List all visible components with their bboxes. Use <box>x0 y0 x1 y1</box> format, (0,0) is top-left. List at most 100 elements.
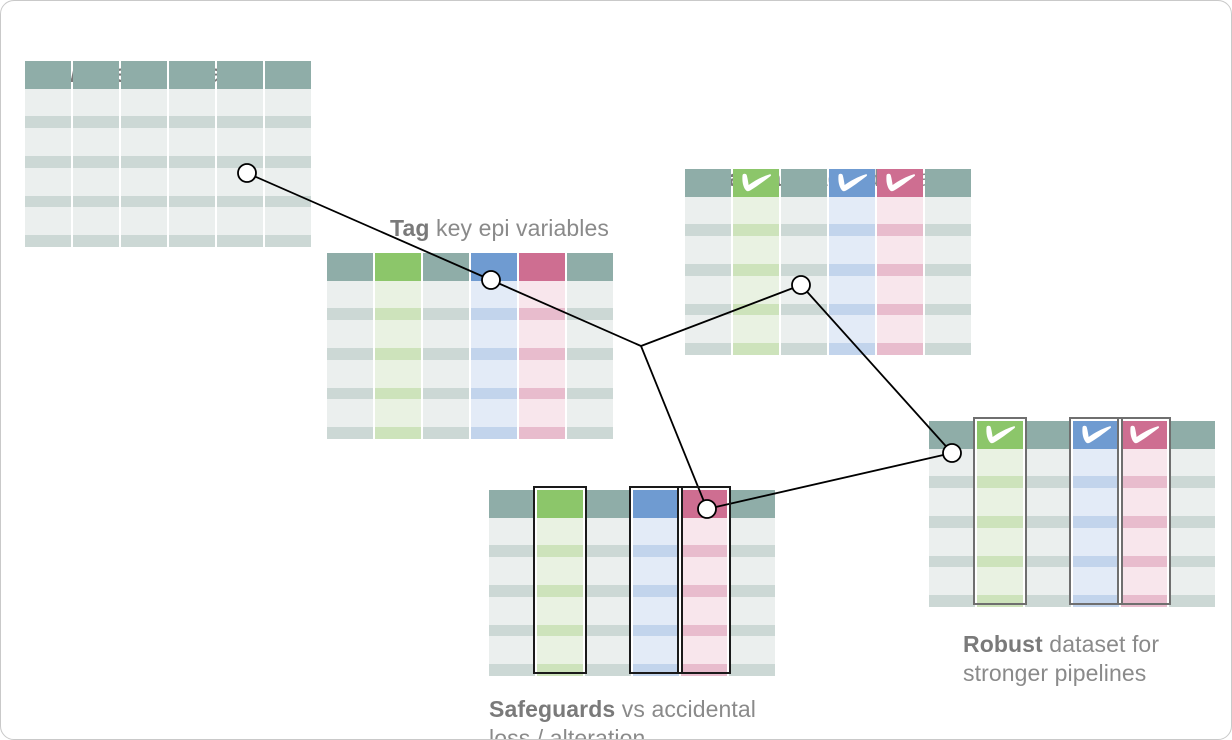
table-column <box>375 253 421 440</box>
table-row <box>781 283 827 296</box>
table-row <box>375 308 421 321</box>
table-row-gap <box>729 616 775 625</box>
table-row <box>829 283 875 296</box>
table-row-gap <box>929 448 975 457</box>
table-row-gap <box>977 587 1023 596</box>
table-row-gap <box>73 108 119 117</box>
table-row <box>537 664 583 677</box>
table-row <box>375 348 421 360</box>
table-row <box>685 323 731 336</box>
caption-safeguards-rest: vs accidental loss / alteration <box>489 696 757 740</box>
table-row <box>265 96 311 109</box>
table-row <box>1025 516 1071 528</box>
table-row <box>519 308 565 321</box>
table-row-gap <box>169 207 215 216</box>
table-row-gap <box>929 468 975 477</box>
table-row-gap <box>25 207 71 216</box>
table-row <box>1121 516 1167 528</box>
table-row-gap <box>877 315 923 324</box>
table-row-gap <box>729 596 775 605</box>
table-row-gap <box>73 167 119 176</box>
table-row-gap <box>733 335 779 344</box>
table-header-cell <box>681 490 727 518</box>
table-row <box>519 367 565 380</box>
table-column <box>633 490 679 677</box>
table-row-gap <box>471 399 517 408</box>
table-row-gap <box>567 300 613 309</box>
table-row-gap <box>925 315 971 324</box>
table-row <box>537 644 583 657</box>
table-row-gap <box>121 227 167 236</box>
table-row-gap <box>73 148 119 157</box>
table-row-gap <box>265 167 311 176</box>
table-row-gap <box>567 340 613 349</box>
table-row-gap <box>169 88 215 97</box>
table-row <box>169 175 215 188</box>
table-header-cell <box>929 421 975 449</box>
table-row-gap <box>217 207 263 216</box>
table-row <box>519 348 565 360</box>
table-row-gap <box>585 537 631 546</box>
table-row-gap <box>537 656 583 665</box>
table-row <box>169 156 215 168</box>
table-row-gap <box>537 537 583 546</box>
table-row-gap <box>633 616 679 625</box>
table-row-gap <box>733 256 779 265</box>
table-row-gap <box>25 227 71 236</box>
table-row-gap <box>265 187 311 196</box>
table-row <box>265 136 311 149</box>
table-row-gap <box>877 335 923 344</box>
table-row-gap <box>781 275 827 284</box>
table-tagged <box>327 253 613 440</box>
table-row-gap <box>423 359 469 368</box>
table-row <box>729 664 775 677</box>
table-row-gap <box>1025 448 1071 457</box>
table-row-gap <box>73 187 119 196</box>
table-row-gap <box>25 88 71 97</box>
table-row <box>925 264 971 276</box>
table-row-gap <box>25 187 71 196</box>
table-validated <box>685 169 971 356</box>
table-row <box>685 224 731 237</box>
table-row <box>327 328 373 341</box>
table-row <box>781 204 827 217</box>
table-header-cell <box>925 169 971 197</box>
table-row <box>585 525 631 538</box>
table-row <box>829 224 875 237</box>
table-row-gap <box>519 340 565 349</box>
table-row <box>265 195 311 208</box>
table-row-gap <box>781 216 827 225</box>
table-row <box>877 343 923 356</box>
table-row-gap <box>519 300 565 309</box>
table-header-cell <box>489 490 535 518</box>
table-row-gap <box>585 596 631 605</box>
table-row-gap <box>25 128 71 137</box>
table-row-gap <box>1121 587 1167 596</box>
table-column <box>781 169 827 356</box>
table-row-gap <box>169 108 215 117</box>
table-header-cell <box>877 169 923 197</box>
table-row-gap <box>781 295 827 304</box>
table-row-gap <box>685 335 731 344</box>
table-column <box>169 61 215 248</box>
table-row <box>265 156 311 168</box>
table-row <box>423 348 469 360</box>
table-row <box>1073 535 1119 548</box>
table-row-gap <box>977 527 1023 536</box>
table-row <box>471 288 517 301</box>
table-row-gap <box>681 636 727 645</box>
table-row <box>1073 555 1119 568</box>
table-row <box>73 136 119 149</box>
table-row <box>265 116 311 129</box>
caption-robust-bold: Robust <box>963 631 1043 657</box>
table-row <box>681 604 727 617</box>
table-row <box>217 96 263 109</box>
table-row-gap <box>1169 567 1215 576</box>
table-row <box>1121 555 1167 568</box>
table-row <box>25 116 71 129</box>
table-row <box>519 407 565 420</box>
table-row-gap <box>829 335 875 344</box>
table-row <box>375 387 421 400</box>
table-row <box>585 604 631 617</box>
table-row-gap <box>121 148 167 157</box>
